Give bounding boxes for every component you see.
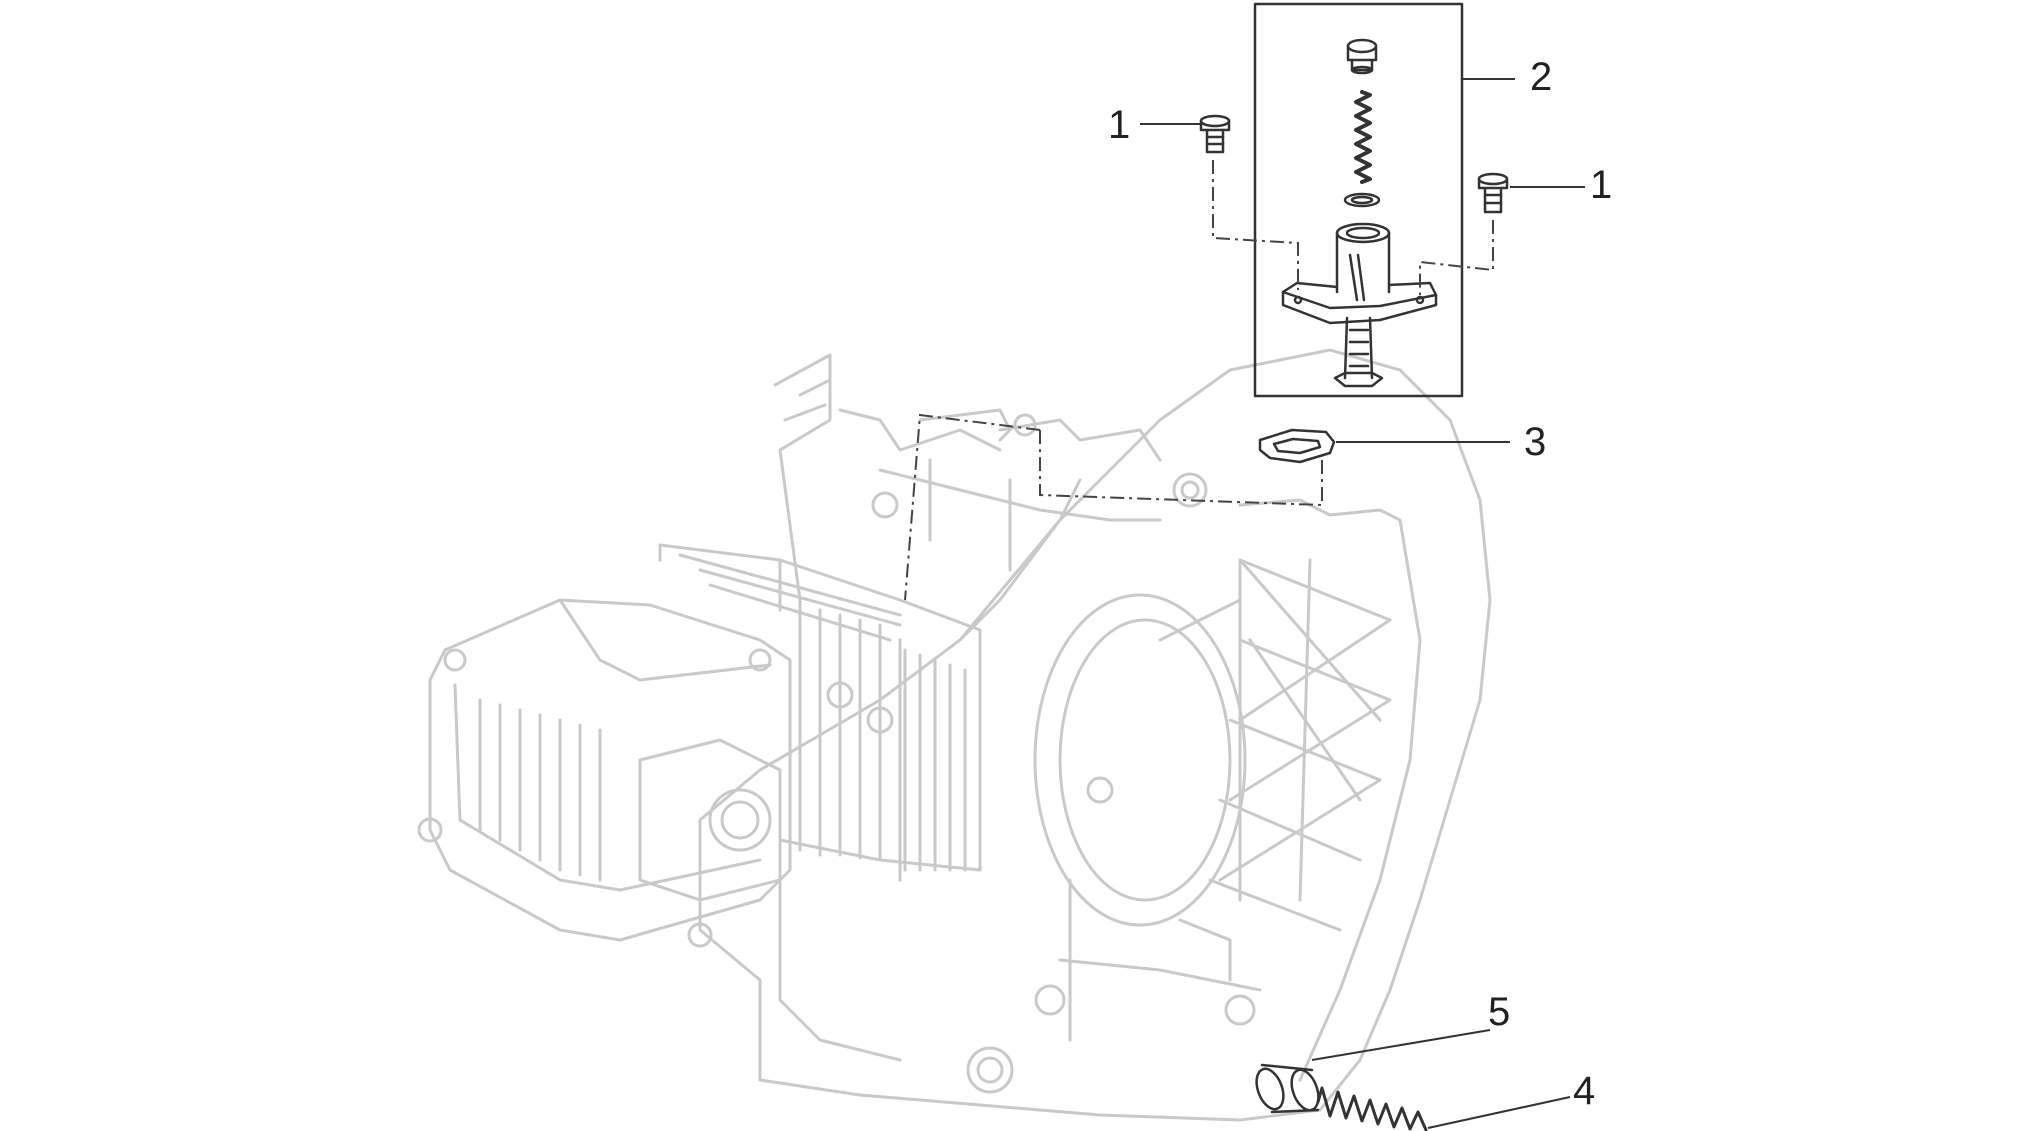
assembly-frame — [1253, 2, 1464, 398]
tensioner-spring — [1354, 90, 1372, 184]
parts-drawing — [1199, 2, 1509, 1131]
gasket — [1258, 428, 1336, 464]
callout-3: 3 — [1524, 420, 1546, 464]
bolt-left — [1199, 114, 1231, 154]
tensioner-cap-bolt — [1346, 38, 1378, 75]
leader-lines — [1140, 78, 1585, 1129]
alignment-lines — [904, 160, 1494, 601]
o-ring — [1343, 192, 1381, 208]
tensioner-body — [1281, 222, 1438, 388]
engine-block-drawing — [417, 348, 1492, 1122]
callout-4: 4 — [1573, 1069, 1595, 1113]
callout-2: 2 — [1530, 55, 1552, 99]
sleeve-pin — [1255, 1063, 1320, 1114]
callout-5: 5 — [1488, 990, 1510, 1034]
callout-1-left: 1 — [1108, 103, 1130, 147]
leader-5 — [1311, 1029, 1491, 1061]
bolt-right — [1477, 172, 1509, 214]
callout-1-right: 1 — [1590, 163, 1612, 207]
compression-spring — [1316, 1086, 1428, 1131]
callout-labels: 1 1 2 3 5 4 — [1108, 55, 1612, 1113]
leader-4 — [1427, 1096, 1571, 1129]
